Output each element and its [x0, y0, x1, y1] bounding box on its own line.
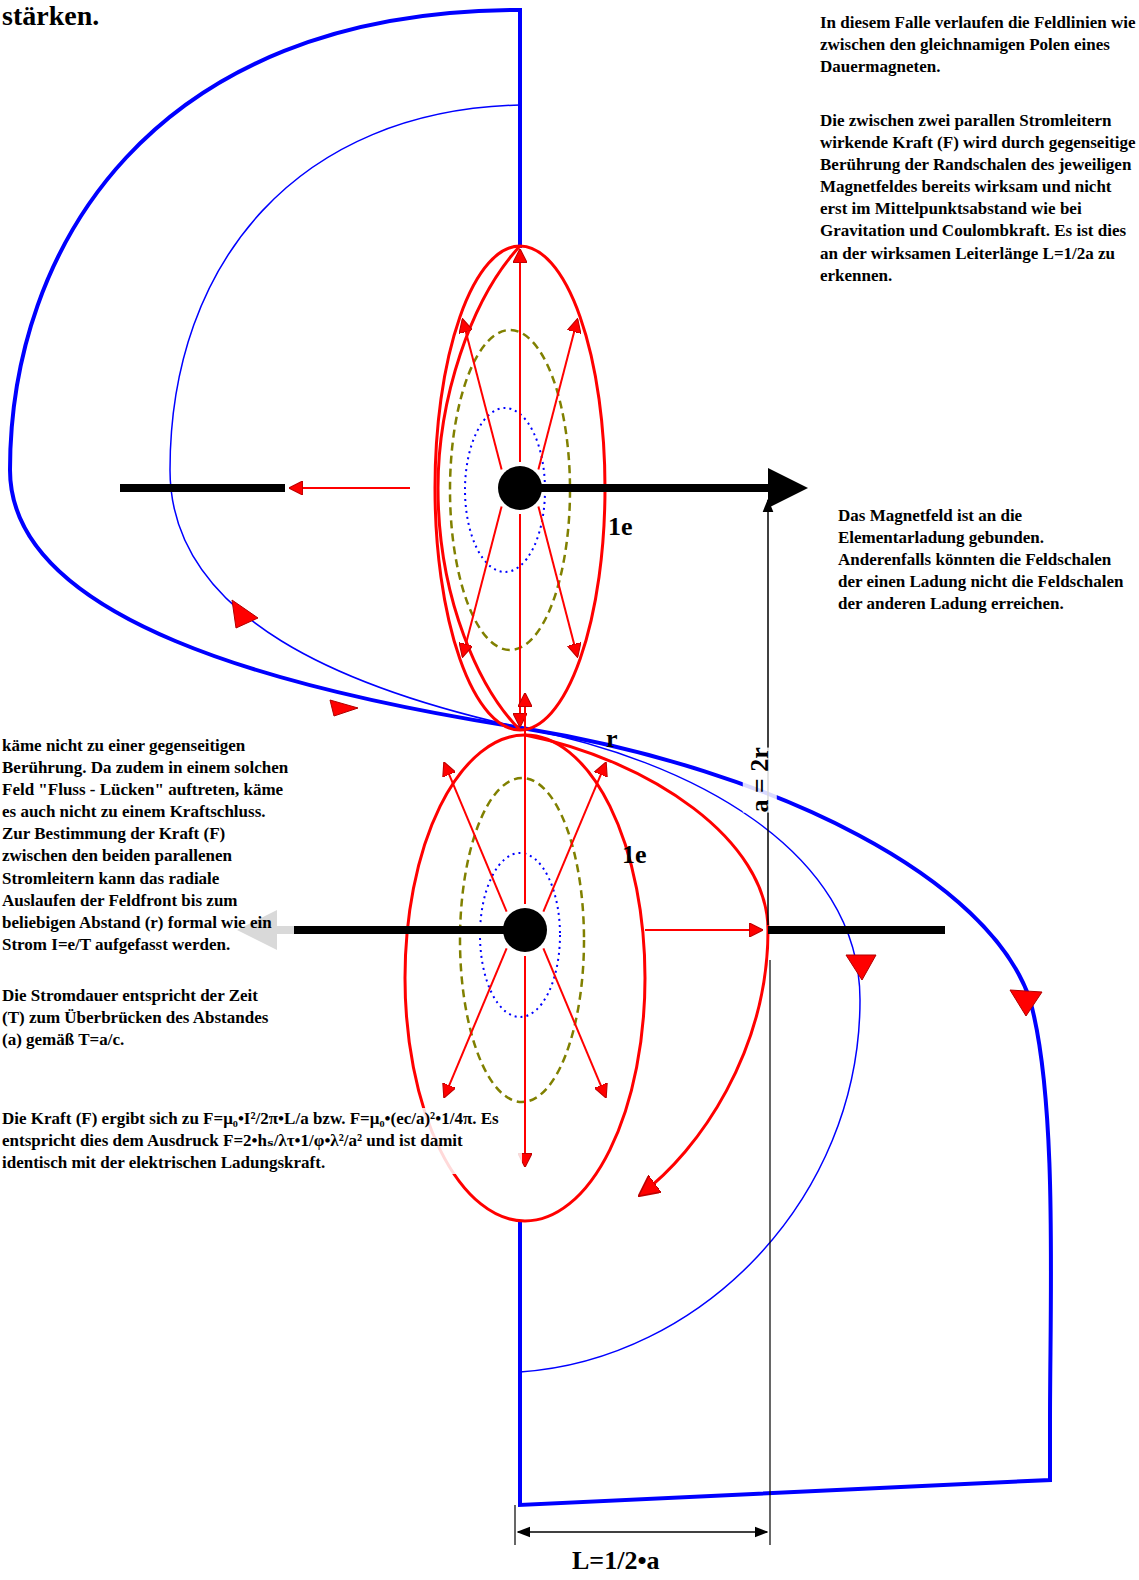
radial-arrow — [524, 694, 526, 904]
radial-arrows — [444, 250, 605, 1166]
note-text: In diesem Falle verlaufen die Feldlinien… — [820, 12, 1136, 78]
outer-shell-flow — [525, 735, 768, 1195]
radial-arrow — [519, 250, 521, 462]
charge-dot — [503, 908, 547, 952]
radius-label: r — [606, 722, 618, 756]
radial-arrow — [543, 763, 605, 911]
radial-arrow — [519, 514, 521, 726]
note-text: Die zwischen zwei parallen Stromleitern … — [820, 110, 1136, 287]
extension-line — [514, 1505, 515, 1545]
field-arrow — [330, 700, 358, 716]
inner-shell — [465, 408, 545, 572]
middle-shell — [460, 778, 584, 1102]
field-arrow — [232, 600, 258, 628]
dimension-label: L=1/2•a — [572, 1544, 659, 1578]
radial-arrow — [524, 956, 526, 1166]
conductor-arrow — [540, 484, 800, 492]
radial-arrow — [538, 320, 577, 470]
radial-arrow — [543, 948, 605, 1096]
heading-fragment: stärken. — [2, 0, 222, 34]
field-direction-arrows — [232, 600, 1042, 1016]
conductor-bar — [120, 484, 285, 492]
radial-arrow — [444, 763, 506, 911]
charge-label: 1e — [622, 838, 647, 872]
distance-label: a = 2r — [743, 747, 777, 812]
field-front-arrow — [645, 929, 762, 931]
field-front-arrow — [290, 487, 410, 489]
extension-line — [769, 960, 770, 1545]
charge-label: 1e — [608, 510, 633, 544]
radial-arrow — [463, 506, 502, 656]
radial-arrow — [538, 506, 577, 656]
dimension-line — [518, 1531, 767, 1533]
charge-dot — [498, 466, 542, 510]
note-text: Das Magnetfeld ist an die Elementarladun… — [838, 505, 1136, 615]
conductor-bar — [768, 926, 945, 934]
radial-arrow — [444, 948, 506, 1096]
radial-arrow — [463, 320, 502, 470]
field-arrow — [846, 955, 876, 980]
note-text: Die Stromdauer entspricht der Zeit (T) z… — [2, 985, 270, 1051]
distance-arrow — [767, 500, 769, 925]
formula-text: Die Kraft (F) ergibt sich zu F=μ₀•I²/2π•… — [2, 1108, 522, 1174]
field-arrow — [1010, 990, 1042, 1016]
note-text: käme nicht zu einer gegenseitigen Berühr… — [2, 735, 294, 956]
